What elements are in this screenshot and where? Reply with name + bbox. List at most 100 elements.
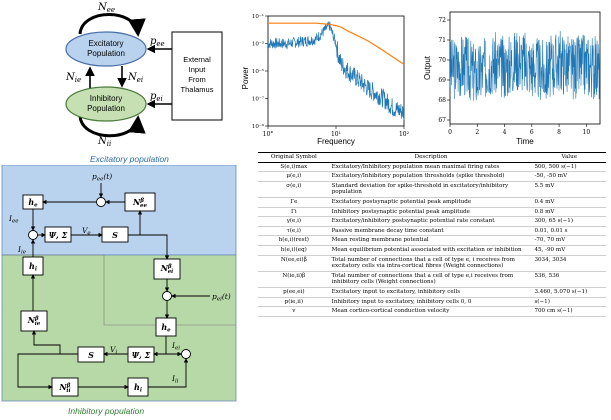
cell-value: -70, 70 mV bbox=[532, 235, 606, 246]
table-row: γ(e,i)Excitatory/inhibitory postsynaptic… bbox=[258, 216, 606, 227]
inhibitory-population-node bbox=[65, 86, 147, 122]
timeseries-xlabel: Time bbox=[516, 137, 534, 146]
cell-symbol: Γe bbox=[258, 197, 330, 208]
spectrum-ytick-label: 10⁻⁹ bbox=[252, 123, 265, 130]
cell-description: Standard deviation for spike-threshold i… bbox=[329, 181, 533, 198]
svg-text:S: S bbox=[112, 230, 118, 240]
svg-text:Iie: Iie bbox=[17, 245, 27, 256]
cell-value: 3.460, 5.070 s(−1) bbox=[532, 287, 606, 298]
cell-value: 300, 65 s(−1) bbox=[532, 216, 606, 227]
cell-value: 3034, 3034 bbox=[532, 255, 606, 272]
table-row: p(ee,ei)Excitatory input to excitatory, … bbox=[258, 287, 606, 298]
svg-text:Iei: Iei bbox=[171, 341, 180, 352]
cell-symbol: μ(e,i) bbox=[258, 171, 330, 182]
svg-text:he: he bbox=[28, 197, 38, 209]
exc-pop-line2: Population bbox=[87, 49, 125, 58]
timeseries-ytick-label: 72 bbox=[438, 17, 446, 24]
cell-description: Inhibitory postsynaptic potential peak a… bbox=[329, 207, 533, 218]
svg-text:pee(t): pee(t) bbox=[92, 172, 112, 183]
table-row: h(e,i)(rest)Mean resting membrane potent… bbox=[258, 235, 606, 246]
spectrum-ylabel: Power bbox=[241, 66, 250, 89]
cell-value: 0.4 mV bbox=[532, 197, 606, 208]
cell-description: Mean cortico-cortical conduction velocit… bbox=[329, 306, 533, 317]
timeseries-ytick-label: 68 bbox=[438, 97, 446, 104]
svg-text:Iii: Iii bbox=[171, 374, 179, 385]
sum-node-bottom bbox=[181, 349, 191, 359]
svg-text:Ψ, Σ: Ψ, Σ bbox=[49, 230, 68, 240]
ext-line1: External bbox=[183, 55, 211, 64]
cell-description: Total number of connections that a cell … bbox=[329, 271, 533, 288]
population-diagram: Nee Nii Nie Nei pee pei Excitatory Popul… bbox=[65, 2, 223, 148]
timeseries-ytick-label: 70 bbox=[438, 57, 446, 64]
svg-text:Vi: Vi bbox=[110, 345, 117, 356]
timeseries-xtick-label: 0 bbox=[448, 129, 452, 136]
cell-value: s(−1) bbox=[532, 297, 606, 308]
ext-line2: Input bbox=[189, 65, 207, 74]
cell-value: 0.8 mV bbox=[532, 207, 606, 218]
block-diagram-caption: Inhibitory population bbox=[68, 406, 145, 416]
spectrum-series-2 bbox=[268, 22, 405, 65]
cell-value: -50, -50 mV bbox=[532, 171, 606, 182]
spectrum-xlabel: Frequency bbox=[317, 137, 355, 146]
sum-node-left bbox=[28, 230, 38, 240]
cell-description: Total number of connections that a cell … bbox=[329, 255, 533, 272]
cell-symbol: v bbox=[258, 306, 330, 317]
spectrum-ytick-label: 10⁻³ bbox=[252, 41, 264, 48]
timeseries-xtick-label: 2 bbox=[475, 129, 479, 136]
sum-node-top bbox=[96, 197, 106, 207]
svg-text:he: he bbox=[161, 322, 171, 334]
cell-value: 500, 500 s(−1) bbox=[532, 162, 606, 173]
cell-symbol: N(ee,ei)β bbox=[258, 255, 330, 272]
spectrum-xtick-label: 10¹ bbox=[331, 131, 341, 138]
cell-symbol: N(ie,ii)β bbox=[258, 271, 330, 288]
cell-description: Excitatory/Inhibitory population thresho… bbox=[329, 171, 533, 182]
svg-text:pei(t): pei(t) bbox=[212, 292, 231, 303]
parameter-table: Original Symbol Description Value S(e,i)… bbox=[258, 152, 606, 317]
inh-pop-line1: Inhibitory bbox=[90, 94, 122, 103]
cell-value: 700 cm s(−1) bbox=[532, 306, 606, 317]
spectrum-ytick-label: 10⁻⁷ bbox=[252, 96, 265, 103]
cell-value: 0.01, 0.01 s bbox=[532, 226, 606, 237]
cell-description: Passive membrane decay time constant bbox=[329, 226, 533, 237]
n-ii-loop-arrow bbox=[78, 115, 146, 138]
cell-symbol: h(e,i)(rest) bbox=[258, 235, 330, 246]
ext-line4: Thalamus bbox=[181, 85, 214, 94]
svg-text:hi: hi bbox=[134, 382, 142, 394]
exc-pop-line1: Excitatory bbox=[88, 39, 123, 48]
svg-text:hi: hi bbox=[29, 261, 37, 273]
block-diagram: pee(t) pei(t) Iee Iie Ve Vi Iei Iii he N… bbox=[1, 165, 237, 402]
svg-text:S: S bbox=[88, 350, 94, 360]
timeseries-ytick-label: 69 bbox=[438, 77, 446, 84]
timeseries-series bbox=[449, 31, 601, 101]
cell-value: 5.5 mV bbox=[532, 181, 606, 198]
cell-symbol: p(ie,ii) bbox=[258, 297, 330, 308]
timeseries-xtick-label: 10 bbox=[583, 129, 591, 136]
cell-description: Excitatory/inhibitory postsynaptic poten… bbox=[329, 216, 533, 227]
excitatory-population-node bbox=[65, 31, 147, 67]
table-header-row: Original Symbol Description Value bbox=[258, 152, 606, 163]
n-ei-label: Nei bbox=[127, 72, 143, 84]
cell-description: Mean equilibrium potential associated wi… bbox=[329, 245, 533, 256]
timeseries-xtick-label: 4 bbox=[503, 129, 507, 136]
timeseries-ylabel: Output bbox=[423, 55, 432, 80]
cell-description: Excitatory input to excitatory, inhibito… bbox=[329, 287, 533, 298]
cell-symbol: h(e,i)(eq) bbox=[258, 245, 330, 256]
spectrum-ytick-label: 10⁻¹ bbox=[252, 13, 264, 20]
cell-value: 536, 536 bbox=[532, 271, 606, 288]
cell-description: Mean resting membrane potential bbox=[329, 235, 533, 246]
header-value: Value bbox=[532, 152, 606, 163]
sum-node-right bbox=[162, 291, 172, 301]
p-ee-label: pee bbox=[150, 36, 165, 48]
cell-description: Excitatory postsynaptic potential peak a… bbox=[329, 197, 533, 208]
spectrum-xtick-label: 10² bbox=[399, 131, 410, 138]
cell-symbol: p(ee,ei) bbox=[258, 287, 330, 298]
